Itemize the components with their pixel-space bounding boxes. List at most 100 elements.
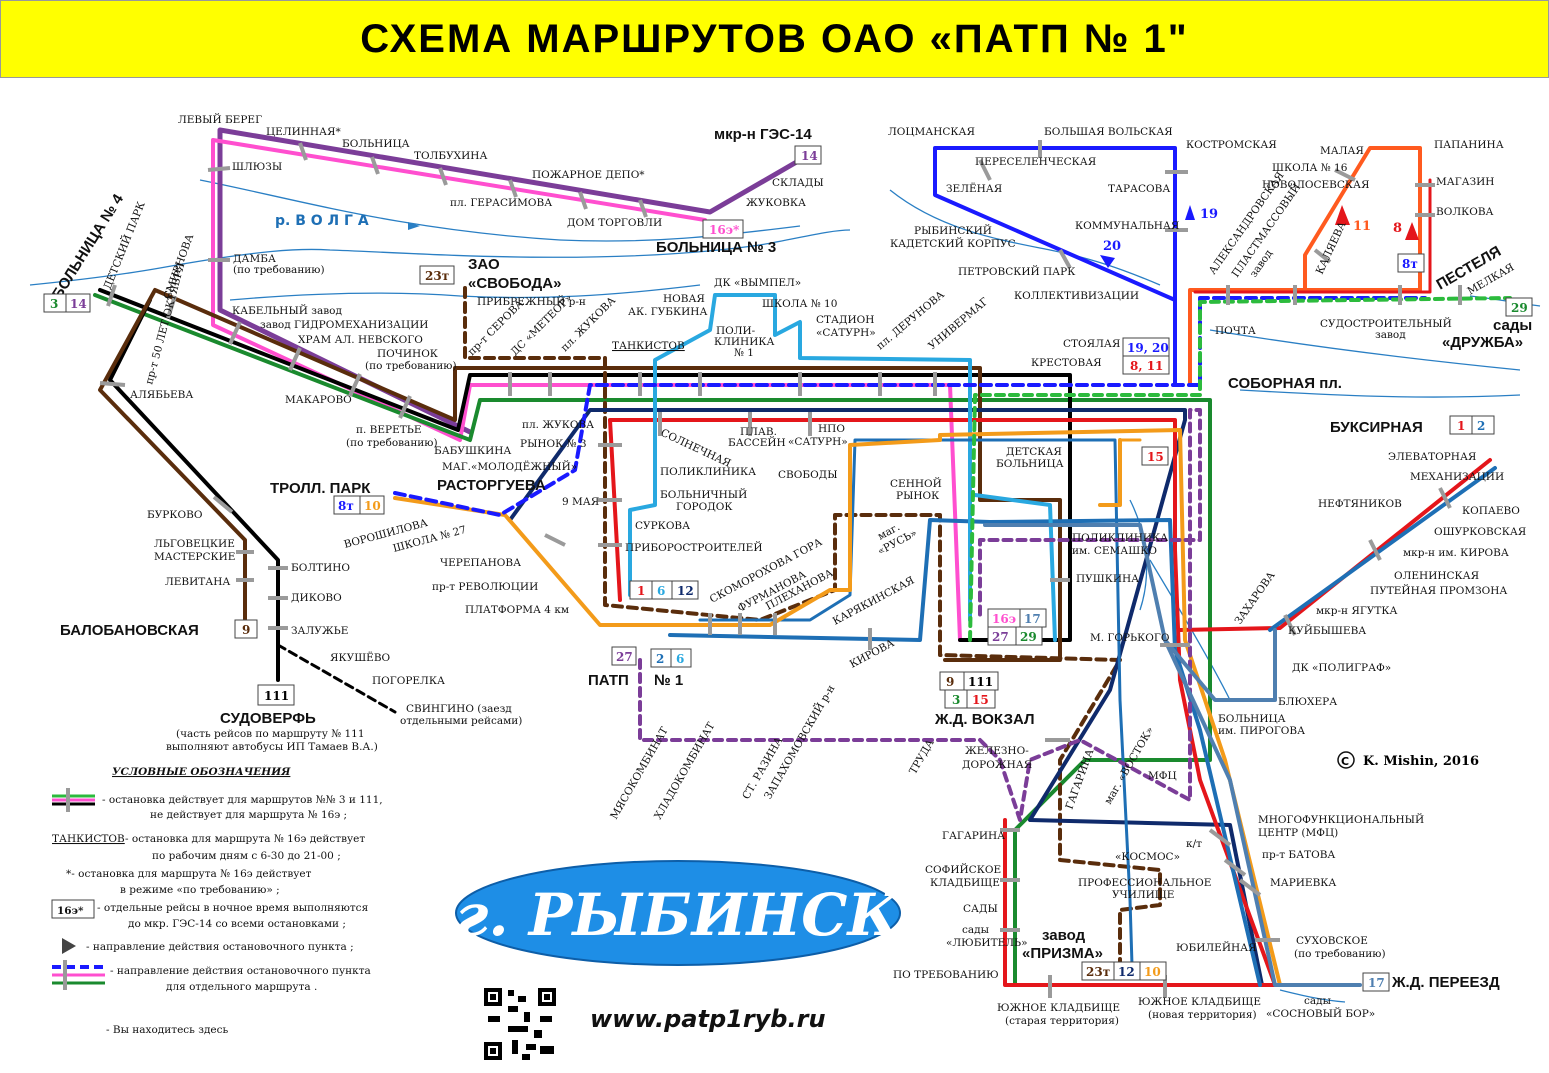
svg-text:8: 8 bbox=[1393, 221, 1402, 236]
label-patp: ПАТП bbox=[588, 672, 629, 689]
stop-label: маг. «ВОСТОК» bbox=[1102, 725, 1156, 807]
svg-text:- остановка действует для марш: - остановка действует для маршрутов №№ 3… bbox=[102, 794, 383, 806]
stop-label: ЖУКОВКА bbox=[746, 197, 806, 209]
route-111-branch bbox=[276, 643, 397, 714]
route-17-line bbox=[983, 523, 1362, 987]
stop-label: ТАНКИСТОВ bbox=[612, 340, 685, 352]
stop-label: ПРОФЕССИОНАЛЬНОЕ bbox=[1078, 877, 1211, 889]
stop-label: «САТУРН» bbox=[816, 327, 876, 339]
stop-label: ПАПАНИНА bbox=[1434, 139, 1504, 151]
stop-label: «САТУРН» bbox=[788, 436, 848, 448]
stop-label: ДЕТСКАЯ bbox=[1006, 446, 1062, 458]
stop-label: (по требованию) bbox=[1294, 948, 1386, 960]
svg-text:29: 29 bbox=[1020, 630, 1037, 644]
svg-text:17: 17 bbox=[1368, 976, 1385, 990]
svg-text:8т: 8т bbox=[1402, 257, 1418, 271]
route-box-8-11: 8, 11 bbox=[1122, 355, 1170, 375]
stop-label: ЛЬГОВЕЦКИЕ bbox=[154, 538, 235, 550]
svg-text:8, 11: 8, 11 bbox=[1130, 359, 1163, 373]
stop-label: пл. ГЕРАСИМОВА bbox=[450, 197, 552, 209]
svg-text:8т: 8т bbox=[338, 499, 354, 513]
svg-text:до мкр. ГЭС-14 со всеми остано: до мкр. ГЭС-14 со всеми остановками ; bbox=[128, 918, 346, 930]
svg-text:27: 27 bbox=[616, 650, 633, 664]
stop-label: БОЛЬШАЯ ВОЛЬСКАЯ bbox=[1044, 126, 1173, 138]
stop-label: сады bbox=[962, 924, 989, 936]
stop-label: СУРКОВА bbox=[635, 520, 690, 532]
stop-label: БОЛЬНИЦА bbox=[1218, 713, 1286, 725]
stop-label: БОЛТИНО bbox=[291, 562, 350, 574]
stop-label: ПОЛИКЛИНИКА bbox=[1072, 532, 1168, 544]
stop-label: п. ВЕРЕТЬЕ bbox=[356, 424, 422, 436]
stop-label: ДК «ПОЛИГРАФ» bbox=[1292, 662, 1391, 674]
qr-code-icon bbox=[482, 986, 558, 1062]
svg-text:9: 9 bbox=[242, 623, 250, 637]
stop-label: КЛАДБИЩЕ bbox=[930, 877, 1000, 889]
route-111-line-west bbox=[108, 298, 280, 682]
stop-label: пр-т РЕВОЛЮЦИИ bbox=[432, 581, 538, 593]
stop-label: (по требованию) bbox=[233, 264, 325, 276]
svg-text:19, 20: 19, 20 bbox=[1127, 341, 1169, 355]
stop-label: КОЛЛЕКТИВИЗАЦИИ bbox=[1014, 290, 1139, 302]
svg-text:- направление действия останов: - направление действия остановочного пун… bbox=[86, 941, 354, 953]
stop-label: КУЙБЫШЕВА bbox=[1288, 623, 1366, 637]
stop-label: ДК «ВЫМПЕЛ» bbox=[714, 277, 801, 289]
website-link: www.patp1ryb.ru bbox=[590, 1005, 826, 1033]
svg-text:14: 14 bbox=[70, 297, 87, 311]
route-8-line-east bbox=[1193, 178, 1432, 294]
stop-label: ПЛАТФОРМА 4 км bbox=[465, 604, 569, 616]
stop-label: выполняют автобусы ИП Тамаев В.А.) bbox=[166, 741, 378, 753]
route-15-line bbox=[1098, 438, 1142, 507]
svg-text:- отдельные рейсы в ночное вре: - отдельные рейсы в ночное время выполня… bbox=[97, 902, 369, 914]
route-lines bbox=[93, 127, 1512, 987]
stop-label: ЛОЦМАНСКАЯ bbox=[888, 126, 975, 138]
stop-label: БОЛЬНИЦА bbox=[996, 458, 1064, 470]
route-27-line bbox=[638, 408, 1202, 822]
route-2-line bbox=[668, 466, 1497, 987]
stop-label: МНОГОФУНКЦИОНАЛЬНЫЙ bbox=[1258, 812, 1424, 826]
stop-label: СОФИЙСКОЕ bbox=[925, 862, 1001, 876]
stop-label: САДЫ bbox=[963, 903, 998, 915]
svg-text:*- остановка для маршрута № 16: *- остановка для маршрута № 16э действуе… bbox=[66, 868, 312, 880]
stop-label: ЦЕНТР (МФЦ) bbox=[1258, 827, 1338, 839]
stop-label: ПЛАВ. bbox=[740, 426, 777, 438]
label-hospital-3: БОЛЬНИЦА № 3 bbox=[656, 239, 776, 256]
route-box-3-14: 3 14 bbox=[43, 293, 91, 313]
svg-text:2: 2 bbox=[656, 652, 664, 666]
svg-text:9: 9 bbox=[946, 675, 954, 689]
route-6-line bbox=[628, 293, 1057, 642]
label-sobornaya: СОБОРНАЯ пл. bbox=[1228, 375, 1342, 392]
route-box-27-patp: 27 bbox=[611, 646, 637, 666]
stop-label: ПРИБРЕЖНЫЙ р-н bbox=[477, 294, 586, 308]
stop-label: КИРОВА bbox=[848, 637, 897, 670]
stop-label: ПОЖАРНОЕ ДЕПО* bbox=[532, 169, 645, 181]
stop-ticks bbox=[99, 140, 1462, 998]
stop-label: им. ПИРОГОВА bbox=[1218, 725, 1305, 737]
svg-text:6: 6 bbox=[676, 652, 684, 666]
stop-label: ЗАЛУЖЬЕ bbox=[291, 625, 348, 637]
stop-label: ДИКОВО bbox=[291, 592, 342, 604]
label-zao: ЗАО bbox=[468, 256, 500, 273]
stop-label: УЧИЛИЩЕ bbox=[1112, 889, 1174, 901]
svg-text:- направление действия останов: - направление действия остановочного пун… bbox=[110, 965, 371, 977]
svg-text:29: 29 bbox=[1511, 301, 1528, 315]
stop-label: мкр-н ЯГУТКА bbox=[1316, 605, 1397, 617]
stop-label: МАСТЕРСКИЕ bbox=[154, 551, 235, 563]
route-box-23t: 23т bbox=[419, 265, 455, 285]
stop-label: ПОЛИКЛИНИКА bbox=[660, 466, 756, 478]
label-svoboda: «СВОБОДА» bbox=[468, 275, 561, 292]
stop-label: ЗАХАРОВА bbox=[1233, 570, 1278, 627]
stop-label: ПО ТРЕБОВАНИЮ bbox=[893, 969, 999, 981]
label-prizma: «ПРИЗМА» bbox=[1022, 945, 1103, 962]
svg-text:по рабочим дням с 6-30 до 21-0: по рабочим дням с 6-30 до 21-00 ; bbox=[152, 850, 341, 862]
svg-text:16э*: 16э* bbox=[709, 223, 740, 237]
stop-label: им. СЕМАШКО bbox=[1072, 545, 1157, 557]
svg-text:6: 6 bbox=[657, 584, 665, 598]
label-rail-station: Ж.Д. ВОКЗАЛ bbox=[934, 711, 1035, 728]
stop-label: МФЦ bbox=[1148, 770, 1177, 782]
svg-text:3: 3 bbox=[50, 297, 58, 311]
